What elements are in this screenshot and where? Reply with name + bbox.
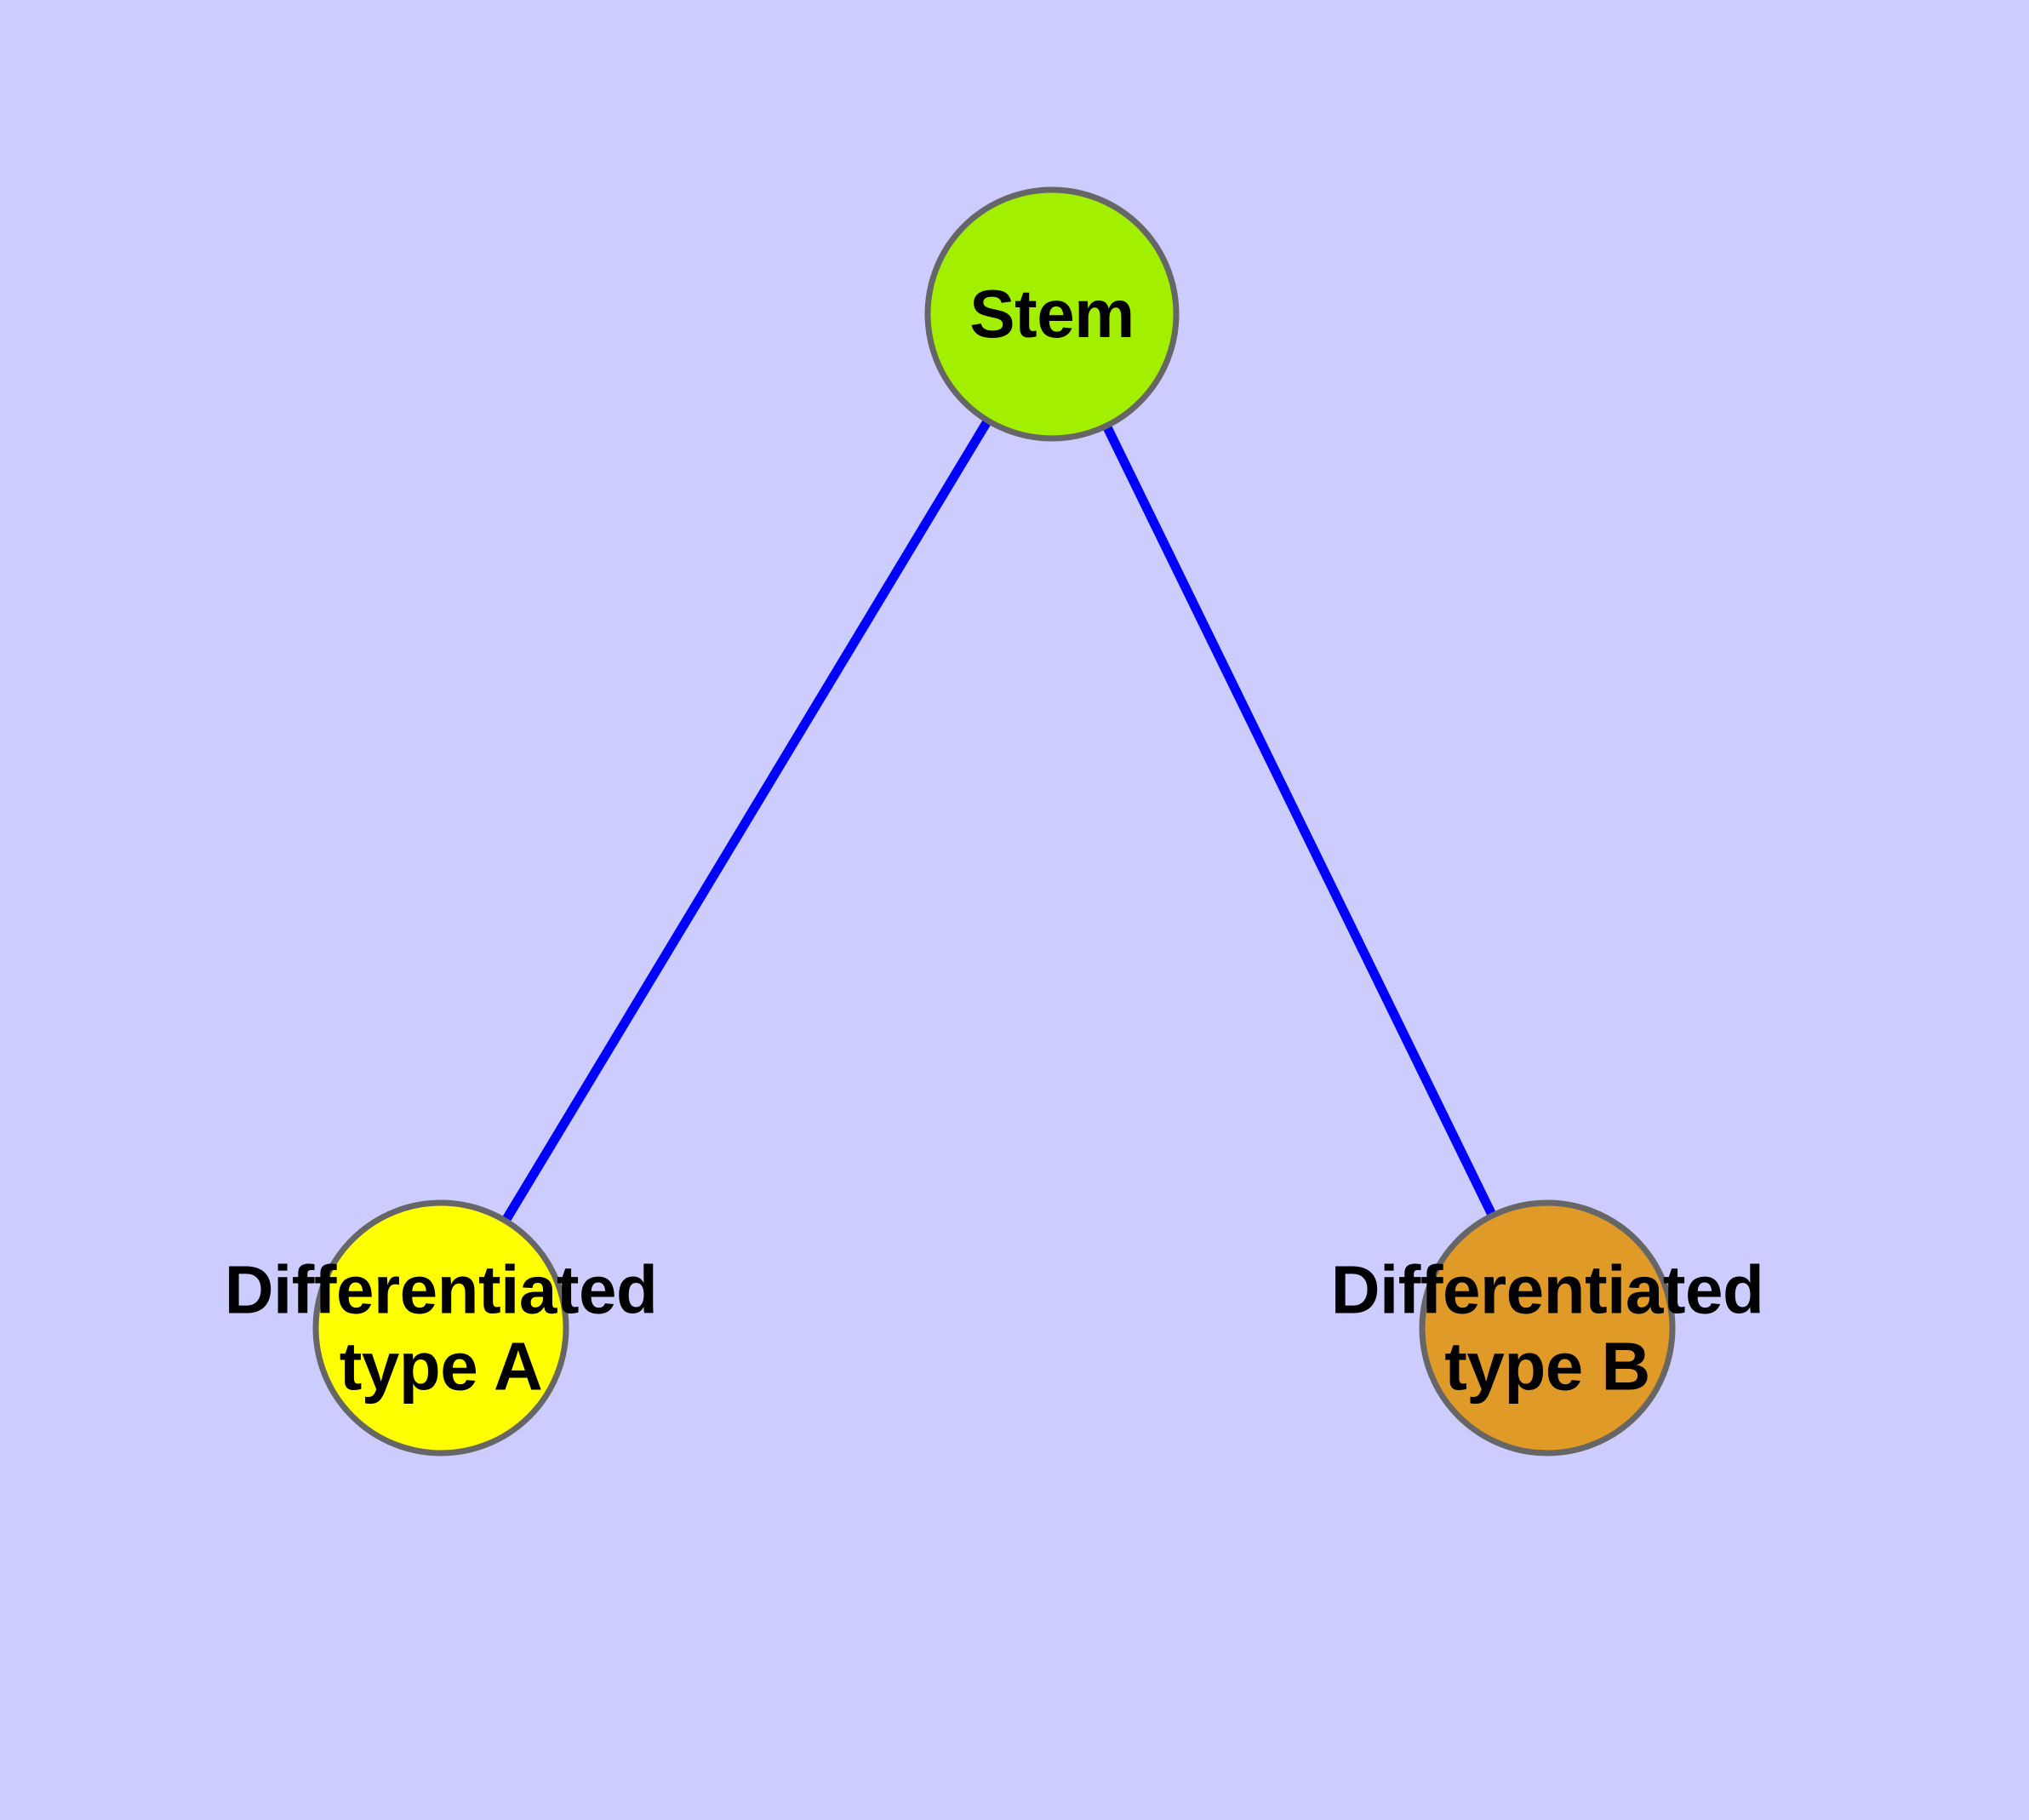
node-circle-stem[interactable] (924, 186, 1180, 442)
edge-stem-to-type-b[interactable] (1103, 425, 1496, 1216)
node-circle-differentiated-type-a[interactable] (312, 1199, 569, 1457)
node-circle-differentiated-type-b[interactable] (1419, 1199, 1676, 1457)
edge-layer (502, 419, 1496, 1222)
node-layer (312, 186, 1676, 1457)
edge-stem-to-type-a[interactable] (502, 419, 992, 1222)
